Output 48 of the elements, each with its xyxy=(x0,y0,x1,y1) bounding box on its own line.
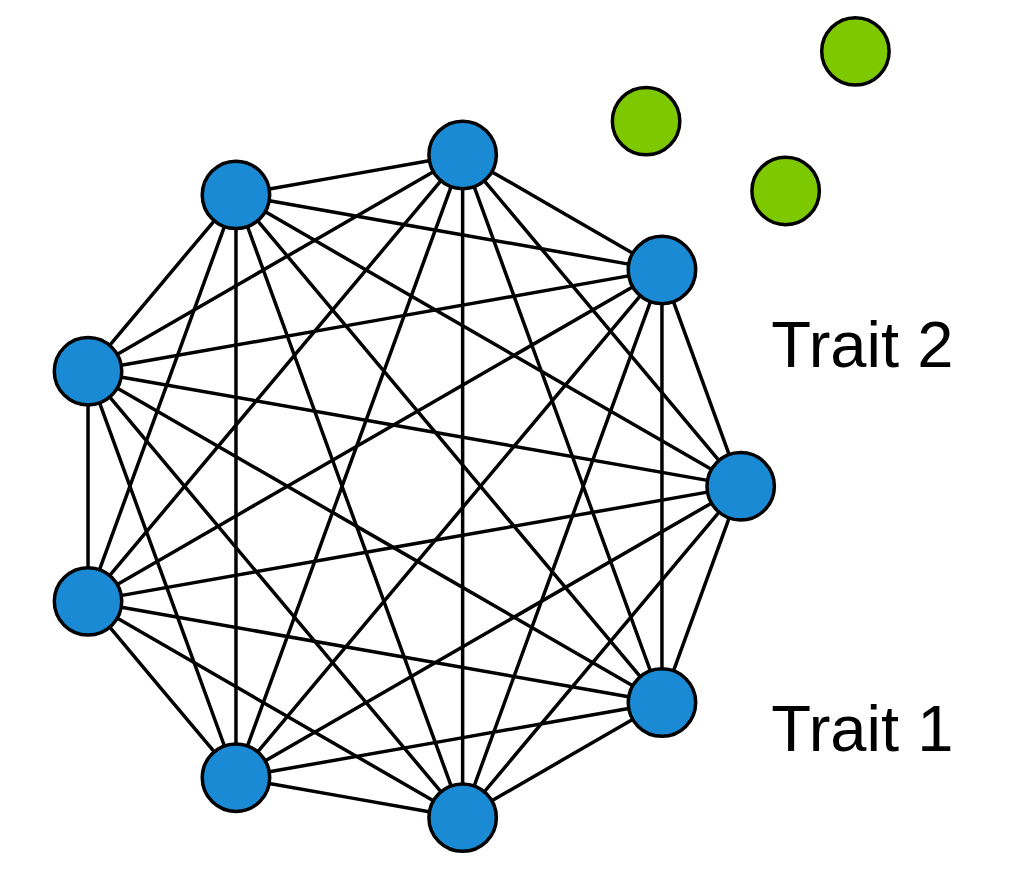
connector xyxy=(269,159,430,191)
connector xyxy=(121,605,629,699)
node-circle xyxy=(705,450,777,522)
label: Trait 2 xyxy=(771,308,954,382)
connector xyxy=(472,301,652,787)
connector xyxy=(483,179,721,462)
connector xyxy=(256,295,642,753)
connector xyxy=(671,517,731,672)
connector xyxy=(660,303,664,669)
connector xyxy=(121,274,629,368)
connector xyxy=(108,396,443,793)
connector xyxy=(116,285,633,586)
connector xyxy=(117,386,634,688)
connector xyxy=(268,706,629,774)
connector xyxy=(460,188,465,784)
connector xyxy=(108,626,216,753)
node-circle xyxy=(610,85,682,157)
connector xyxy=(269,781,430,814)
connector xyxy=(116,616,435,803)
connector xyxy=(86,405,90,568)
connector xyxy=(264,210,713,471)
connector xyxy=(108,219,216,347)
connector xyxy=(264,501,713,763)
connector xyxy=(116,170,435,356)
node-circle xyxy=(626,667,698,739)
node-circle xyxy=(200,159,272,231)
connector xyxy=(491,170,634,255)
connector xyxy=(234,228,238,744)
node-circle xyxy=(200,742,272,814)
node-circle xyxy=(427,119,499,191)
label: Trait 1 xyxy=(771,692,954,766)
node-circle xyxy=(750,155,822,227)
connector xyxy=(483,511,721,793)
connector xyxy=(472,186,652,672)
connector xyxy=(121,490,708,598)
connector xyxy=(121,375,708,483)
node-circle xyxy=(52,335,124,407)
connector xyxy=(491,718,634,803)
node-circle xyxy=(819,15,891,87)
connector xyxy=(269,199,629,266)
connector xyxy=(672,301,731,455)
node-circle xyxy=(427,782,499,854)
connector xyxy=(98,226,227,571)
connector xyxy=(97,402,226,747)
connector xyxy=(256,220,642,678)
node-circle xyxy=(52,565,124,637)
connector xyxy=(108,179,443,577)
node-circle xyxy=(626,234,698,306)
